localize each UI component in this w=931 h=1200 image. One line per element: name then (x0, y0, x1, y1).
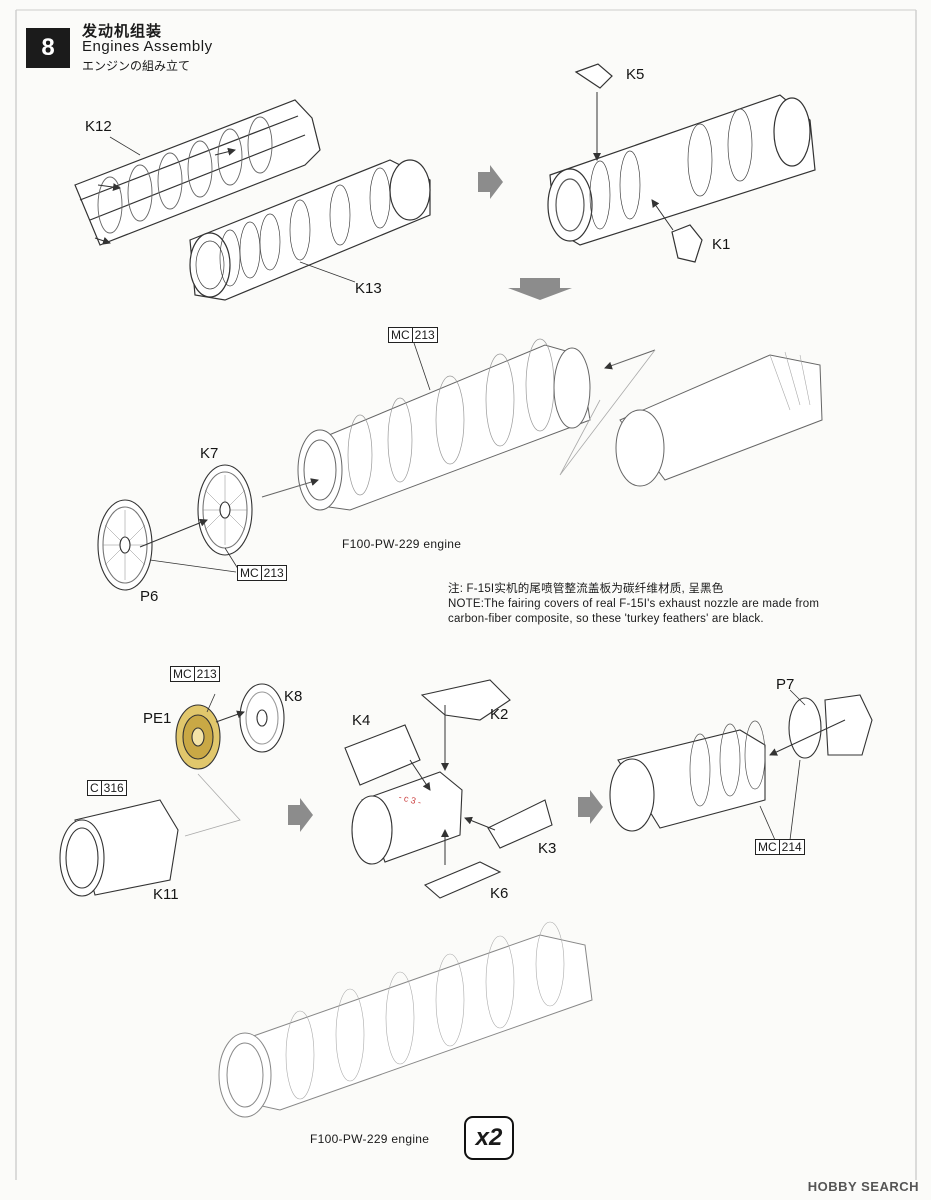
step-arrow-right-3 (578, 790, 603, 824)
f100-engine-finished (218, 921, 593, 1118)
part-label-k13: K13 (355, 280, 382, 297)
color-code-number: 213 (411, 328, 437, 342)
engine-assembly-k5-k1 (547, 63, 816, 263)
fan-disc-p6 (97, 499, 153, 591)
step-title-cn: 发动机组装 (82, 22, 163, 40)
step-arrow-right-2 (288, 798, 313, 832)
part-label-k5: K5 (626, 66, 645, 83)
part-label-p7: P7 (776, 676, 795, 693)
pe1-k8-k11-group (59, 683, 285, 897)
color-code-prefix: MC (240, 566, 259, 580)
color-code-prefix: C (90, 781, 99, 795)
step-arrow-down (508, 278, 572, 300)
part-label-k12: K12 (85, 118, 112, 135)
part-label-k6: K6 (490, 885, 509, 902)
note-cn: 注: F-15I实机的尾喷管整流盖板为碳纤维材质, 呈黑色 (448, 583, 724, 595)
color-code-prefix: MC (391, 328, 410, 342)
engine-caption-bottom: F100-PW-229 engine (310, 1132, 430, 1146)
color-code-prefix: MC (758, 840, 777, 854)
part-label-k2: K2 (490, 706, 509, 723)
part-label-k11: K11 (153, 886, 179, 903)
part-label-k1: K1 (712, 236, 731, 253)
engine-caption-mid: F100-PW-229 engine (342, 537, 462, 551)
color-code-number: 214 (778, 840, 804, 854)
nozzle-assembly-k2-k6 (344, 679, 553, 899)
part-label-k4: K4 (352, 712, 371, 729)
nozzle-assembly-p7 (609, 694, 873, 832)
part-label-pe1: PE1 (143, 710, 172, 727)
part-label-p6: P6 (140, 588, 159, 605)
part-label-k3: K3 (538, 840, 557, 857)
note-en-line2: carbon-fiber composite, so these 'turkey… (448, 613, 764, 625)
part-label-k7: K7 (200, 445, 219, 462)
note-block: 注: F-15I实机的尾喷管整流盖板为碳纤维材质, 呈黑色 NOTE:The f… (448, 582, 898, 627)
part-label-k8: K8 (284, 688, 303, 705)
engine-assembly-k12-k13 (74, 99, 431, 301)
quantity-badge: x2 (464, 1116, 514, 1160)
step-number-badge: 8 (26, 28, 70, 68)
color-code-number: 316 (100, 781, 126, 795)
watermark-logo: HOBBY SEARCH (807, 1179, 919, 1194)
color-code-number: 213 (260, 566, 286, 580)
step-title-en: Engines Assembly (82, 38, 213, 55)
color-code-prefix: MC (173, 667, 192, 681)
step-arrow-right-1 (478, 165, 503, 199)
note-en-line1: NOTE:The fairing covers of real F-15I's … (448, 598, 820, 610)
fan-disc-k7 (197, 464, 253, 556)
color-code-number: 213 (193, 667, 219, 681)
f100-engine-mid (297, 338, 823, 511)
step-title-jp: エンジンの組み立て (82, 59, 191, 73)
